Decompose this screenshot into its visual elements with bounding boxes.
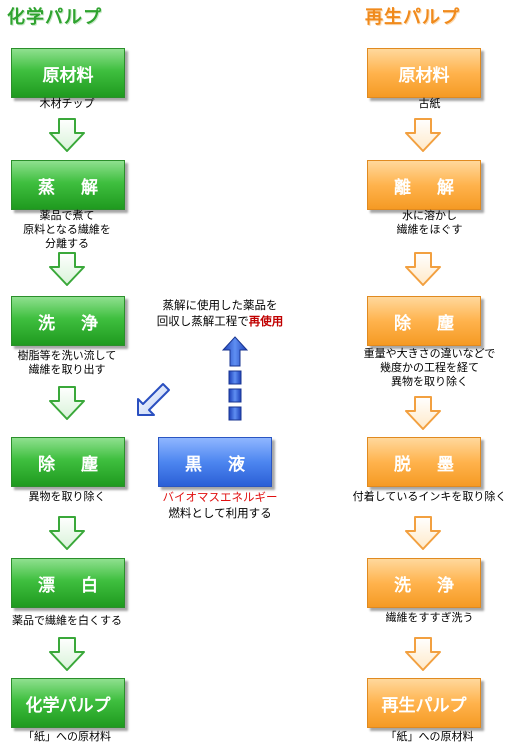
diagonal-arrow-icon [136,381,172,417]
left-caption-bleaching: 薬品で繊維を白くする [12,614,122,627]
recycled-pulp-title: 再生パルプ [365,7,460,28]
down-arrow-icon [49,118,85,152]
down-arrow-icon [49,252,85,286]
right-step-dust-removal: 除 塵 [367,296,481,346]
left-step-chemical-pulp: 化学パルプ [11,678,125,728]
right-step-disintegration: 離 解 [367,160,481,210]
down-arrow-icon [405,396,441,430]
down-arrow-icon [405,637,441,671]
down-arrow-icon [49,386,85,420]
right-caption-dust-removal: 重量や大きさの違いなどで 幾度かの工程を経て 異物を取り除く [363,347,496,388]
right-step-deinking: 脱 墨 [367,437,481,487]
down-arrow-icon [405,118,441,152]
left-step-bleaching: 漂 白 [11,558,125,608]
right-caption-disintegration: 水に溶かし 繊維をほぐす [396,209,463,236]
right-caption-deinking: 付着しているインキを取り除く [352,490,507,503]
left-step-dust-removal: 除 塵 [11,437,125,487]
right-step-raw-material: 原材料 [367,48,481,98]
up-arrow-icon [222,336,248,430]
chemical-pulp-title: 化学パルプ [7,7,102,28]
left-step-digestion: 蒸 解 [11,160,125,210]
left-step-washing: 洗 浄 [11,296,125,346]
right-step-recycled-pulp: 再生パルプ [367,678,481,728]
right-caption-recycled-pulp: 「紙」への原材料 [385,730,474,743]
reuse-caption: 蒸解に使用した薬品を 回収し蒸解工程で再使用 [156,298,284,328]
left-caption-chemical-pulp: 「紙」への原材料 [23,730,111,743]
left-caption-raw-material: 木材チップ [39,97,95,110]
right-caption-raw-material: 古紙 [418,97,441,110]
left-caption-washing: 樹脂等を洗い流して 繊維を取り出す [17,349,117,376]
black-liquor-box: 黒 液 [158,437,272,487]
right-step-washing: 洗 浄 [367,558,481,608]
left-caption-dust-removal: 異物を取り除く [28,490,106,503]
down-arrow-icon [405,516,441,550]
right-caption-washing: 繊維をすすぎ洗う [385,611,474,624]
left-caption-digestion: 薬品で煮て 原料となる繊維を 分離する [23,209,111,250]
down-arrow-icon [49,516,85,550]
down-arrow-icon [49,637,85,671]
down-arrow-icon [405,252,441,286]
left-step-raw-material: 原材料 [11,48,125,98]
biomass-caption: バイオマスエネルギー 燃料として利用する [162,490,278,520]
